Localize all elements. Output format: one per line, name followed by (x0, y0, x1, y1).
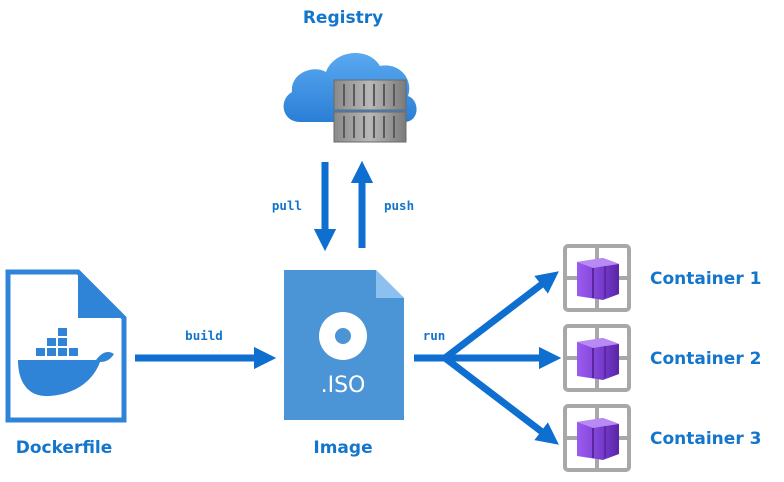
build-label: build (185, 328, 223, 343)
container-label-2: Container 2 (650, 349, 761, 369)
run-label: run (423, 328, 446, 343)
container-item-1: Container 1 (563, 244, 761, 312)
docker-whale-icon (18, 328, 114, 396)
push-label: push (384, 198, 414, 213)
container-cube-icon (577, 418, 619, 460)
container-item-3: Container 3 (563, 404, 761, 472)
container-list: Container 1 Container 2 Container 3 (563, 244, 761, 472)
disc-icon (319, 312, 367, 360)
run-arrows (414, 271, 562, 445)
dockerfile-icon (5, 269, 127, 423)
iso-file-icon: .ISO (284, 270, 404, 420)
dockerfile-label: Dockerfile (16, 438, 113, 458)
container-item-2: Container 2 (563, 324, 761, 392)
image-label: Image (313, 438, 372, 458)
container-cube-icon (577, 338, 619, 380)
container-boxes-icon (333, 79, 407, 143)
container-label-3: Container 3 (650, 429, 761, 449)
run-arrow-container-3 (442, 355, 559, 445)
iso-file-text: .ISO (321, 373, 366, 398)
container-label-1: Container 1 (650, 269, 761, 289)
registry-label: Registry (303, 8, 383, 28)
container-cube-icon (577, 258, 619, 300)
pull-label: pull (272, 198, 302, 213)
run-arrow-container-1 (442, 271, 559, 361)
